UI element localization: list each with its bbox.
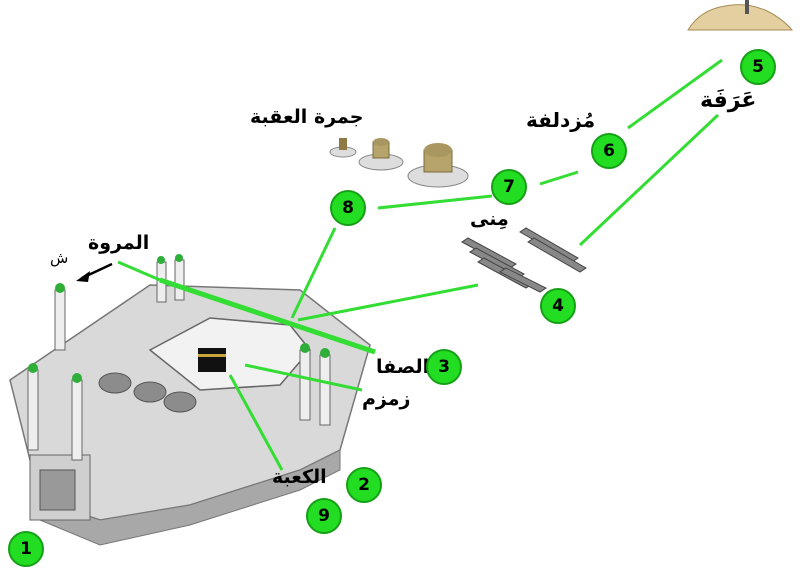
label-arafah: عَرَفَة: [700, 88, 757, 113]
tent-icon: [461, 227, 587, 293]
label-kaaba: الكعبة: [272, 466, 327, 488]
label-muzdalifah: مُزدلفة: [526, 108, 596, 132]
step-badge-2: 2: [346, 467, 382, 503]
label-mina: مِنى: [470, 208, 509, 230]
mountain-icon: [687, 0, 794, 31]
label-safa: الصفا: [376, 356, 430, 378]
arrow-icon: [76, 262, 113, 282]
step-badge-5: 5: [740, 49, 776, 85]
route-lines: [117, 58, 723, 471]
step-badge-9: 9: [306, 498, 342, 534]
step-badge-7: 7: [491, 169, 527, 205]
label-north: ش: [50, 249, 69, 267]
step-badge-4: 4: [540, 288, 576, 324]
step-badge-6: 6: [591, 133, 627, 169]
step-badge-3: 3: [426, 349, 462, 385]
label-marwah: المروة: [88, 232, 150, 254]
haram-mosque: [9, 254, 376, 546]
pillar-icon: [329, 138, 469, 188]
label-jamarat: جمرة العقبة: [250, 106, 364, 128]
label-zamzam: زمزم: [362, 388, 411, 410]
step-badge-1: 1: [8, 531, 44, 567]
step-badge-8: 8: [330, 190, 366, 226]
